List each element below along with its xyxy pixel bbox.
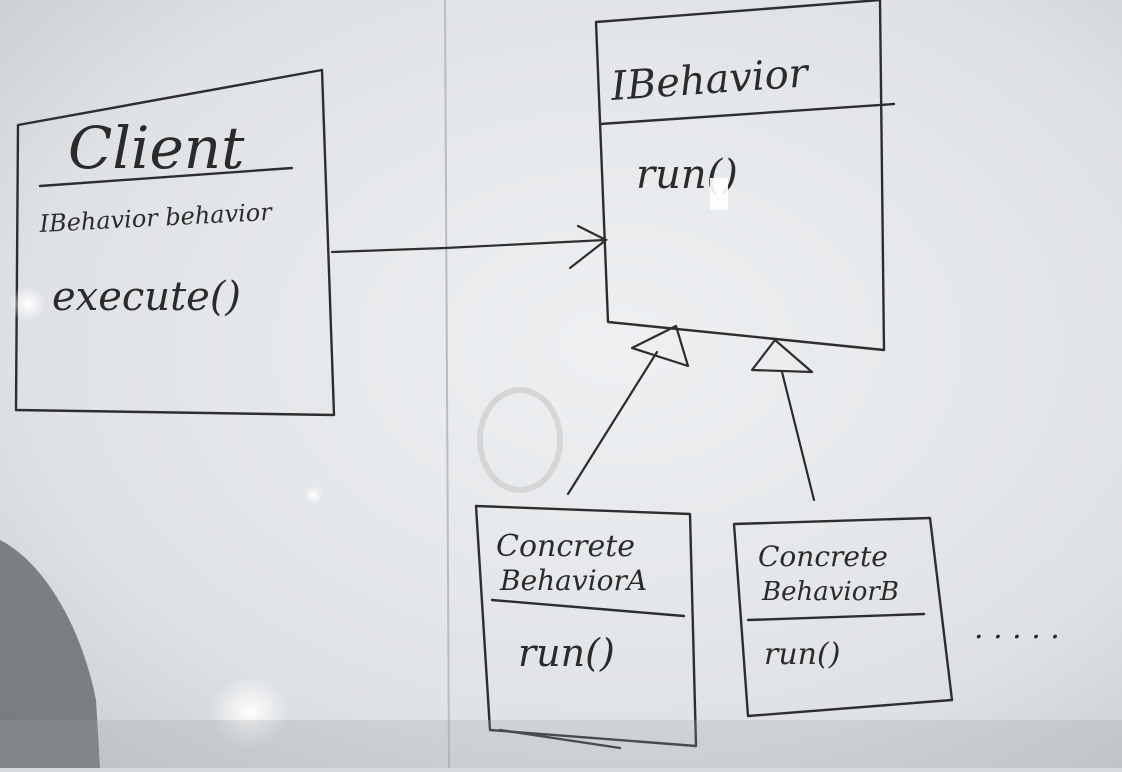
concrete-b-title-line1: Concrete — [758, 540, 888, 573]
bottom-shade — [0, 720, 1122, 768]
concrete-a-class-box — [474, 504, 698, 750]
marker-glare — [710, 178, 728, 210]
continuation-dots: . . . . . — [974, 611, 1060, 646]
concrete-b-method: run() — [764, 637, 840, 672]
smudge — [477, 387, 563, 493]
board-seam — [444, 0, 450, 769]
concrete-b-class-box — [732, 516, 954, 718]
light-reflection — [210, 676, 290, 748]
client-method: execute() — [52, 274, 241, 320]
concrete-b-title-line2: BehaviorB — [761, 577, 899, 607]
light-reflection — [305, 486, 323, 504]
association-arrow — [330, 224, 609, 270]
foreground-shadow — [0, 540, 100, 768]
client-class-title: Client — [68, 114, 245, 182]
light-reflection — [10, 286, 46, 322]
concrete-a-title-line1: Concrete — [496, 529, 635, 564]
interface-class-box — [594, 0, 896, 352]
concrete-a-method: run() — [518, 631, 615, 675]
inheritance-arrow-b — [750, 338, 816, 502]
concrete-a-title-line2: BehaviorA — [499, 564, 647, 597]
inheritance-arrow-a — [566, 324, 690, 496]
